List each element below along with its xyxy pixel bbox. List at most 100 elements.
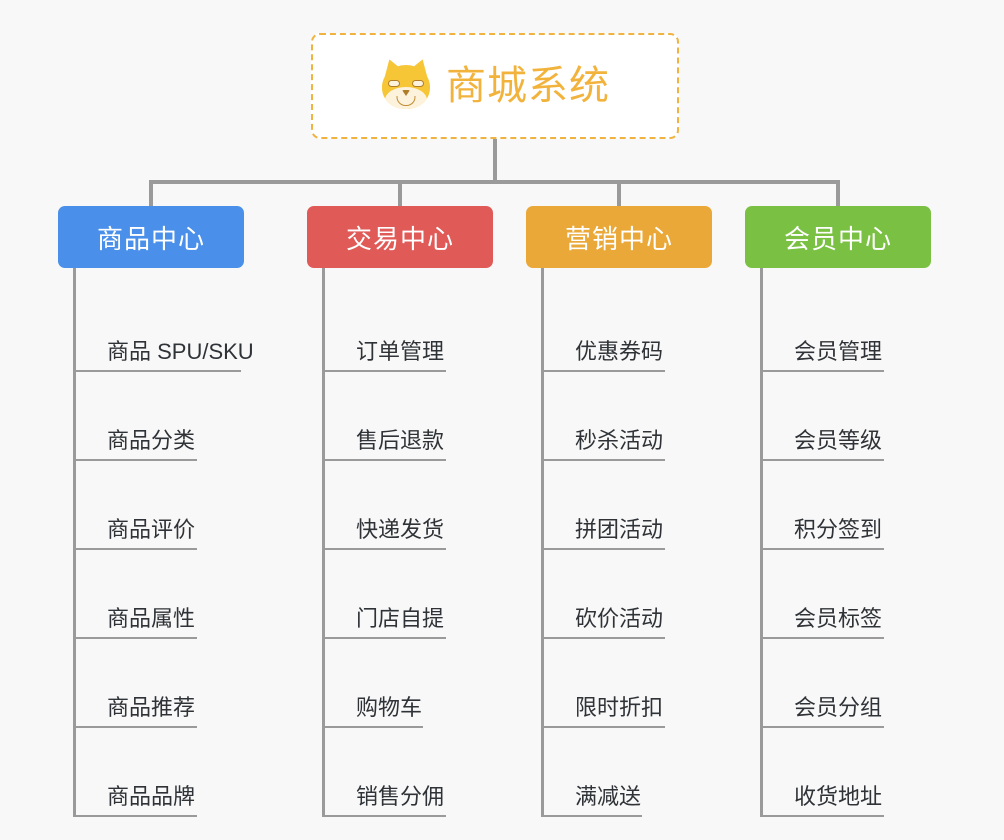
leaf-item-underline (322, 370, 446, 372)
leaf-item-label: 秒杀活动 (575, 428, 664, 453)
category-node-1[interactable]: 商品中心 (58, 206, 244, 268)
leaf-trunk-3 (541, 283, 544, 817)
leaf-item[interactable]: 会员分组 (760, 639, 884, 728)
leaf-item[interactable]: 优惠券码 (541, 283, 665, 372)
connector-drop-1 (149, 180, 153, 206)
leaf-item[interactable]: 商品推荐 (73, 639, 254, 728)
leaf-item-underline (322, 726, 423, 728)
leaf-item[interactable]: 快递发货 (322, 461, 446, 550)
leaf-item[interactable]: 售后退款 (322, 372, 446, 461)
leaf-item[interactable]: 积分签到 (760, 461, 884, 550)
leaf-item[interactable]: 满减送 (541, 728, 663, 817)
leaf-column-4: 会员管理会员等级积分签到会员标签会员分组收货地址 (760, 283, 884, 817)
leaf-item-label: 快递发货 (356, 517, 445, 542)
leaf-item[interactable]: 会员等级 (760, 372, 884, 461)
leaf-item-label: 会员管理 (794, 339, 883, 364)
leaf-column-1: 商品 SPU/SKU 商品分类商品评价商品属性商品推荐商品品牌 (73, 283, 254, 817)
leaf-item[interactable]: 收货地址 (760, 728, 884, 817)
leaf-item[interactable]: 商品评价 (73, 461, 254, 550)
leaf-item-label: 优惠券码 (575, 339, 664, 364)
root-node[interactable]: 商城系统 (311, 33, 679, 139)
leaf-item-underline (73, 548, 197, 550)
leaf-item-label: 满减送 (575, 784, 642, 809)
leaf-item-label: 销售分佣 (356, 784, 445, 809)
leaf-item-label: 商品分类 (107, 428, 196, 453)
leaf-item[interactable]: 商品 SPU/SKU (73, 283, 254, 372)
leaf-column-2: 订单管理售后退款快递发货门店自提购物车销售分佣 (322, 283, 446, 817)
category-node-label: 商品中心 (96, 223, 205, 254)
leaf-item-underline (541, 637, 665, 639)
category-node-label: 交易中心 (345, 223, 454, 254)
leaf-item-label: 商品属性 (107, 606, 196, 631)
leaf-item-label: 积分签到 (794, 517, 883, 542)
leaf-item[interactable]: 商品属性 (73, 550, 254, 639)
leaf-item[interactable]: 秒杀活动 (541, 372, 665, 461)
leaf-trunk-1 (73, 283, 76, 817)
category-node-4[interactable]: 会员中心 (745, 206, 931, 268)
leaf-item-underline (322, 637, 446, 639)
leaf-item-underline (760, 815, 884, 817)
leaf-item-underline (760, 637, 884, 639)
leaf-item[interactable]: 限时折扣 (541, 639, 665, 728)
leaf-item[interactable]: 商品分类 (73, 372, 254, 461)
leaf-item-underline (73, 815, 197, 817)
leaf-item[interactable]: 商品品牌 (73, 728, 254, 817)
leaf-item[interactable]: 订单管理 (322, 283, 446, 372)
leaf-item-underline (322, 815, 446, 817)
connector-horizontal-bar (149, 180, 840, 184)
connector-stub-4 (760, 268, 763, 283)
leaf-item-label: 购物车 (356, 695, 423, 720)
leaf-trunk-4 (760, 283, 763, 817)
leaf-item[interactable]: 会员标签 (760, 550, 884, 639)
dog-face-icon (378, 56, 434, 112)
connector-root-stem (493, 139, 497, 184)
connector-stub-2 (322, 268, 325, 283)
leaf-column-3: 优惠券码秒杀活动拼团活动砍价活动限时折扣满减送 (541, 283, 665, 817)
leaf-item-underline (541, 459, 665, 461)
leaf-item-label: 商品 SPU/SKU (107, 339, 254, 364)
leaf-item-underline (322, 548, 446, 550)
root-title: 商城系统 (446, 64, 610, 108)
leaf-item-underline (322, 459, 446, 461)
leaf-item-label: 商品推荐 (107, 695, 196, 720)
leaf-item-label: 会员等级 (794, 428, 883, 453)
leaf-item-underline (73, 370, 241, 372)
leaf-item[interactable]: 砍价活动 (541, 550, 665, 639)
connector-drop-4 (836, 180, 840, 206)
leaf-item-underline (760, 370, 884, 372)
leaf-item-underline (73, 726, 197, 728)
leaf-item-label: 商品品牌 (107, 784, 196, 809)
leaf-item-label: 售后退款 (356, 428, 445, 453)
leaf-item-underline (541, 815, 642, 817)
connector-drop-2 (398, 180, 402, 206)
leaf-item-label: 收货地址 (794, 784, 883, 809)
leaf-item-underline (760, 548, 884, 550)
category-node-3[interactable]: 营销中心 (526, 206, 712, 268)
leaf-item[interactable]: 销售分佣 (322, 728, 446, 817)
connector-stub-3 (541, 268, 544, 283)
leaf-item[interactable]: 拼团活动 (541, 461, 665, 550)
leaf-item-label: 商品评价 (107, 517, 196, 542)
leaf-item-underline (541, 548, 665, 550)
leaf-item-label: 门店自提 (356, 606, 445, 631)
leaf-item-underline (541, 726, 665, 728)
leaf-item-label: 砍价活动 (575, 606, 664, 631)
category-node-label: 会员中心 (783, 223, 892, 254)
leaf-item[interactable]: 门店自提 (322, 550, 446, 639)
leaf-item-underline (73, 637, 197, 639)
leaf-item-label: 会员分组 (794, 695, 883, 720)
leaf-item-underline (73, 459, 197, 461)
connector-stub-1 (73, 268, 76, 283)
leaf-item-underline (760, 459, 884, 461)
category-node-label: 营销中心 (564, 223, 673, 254)
leaf-item[interactable]: 会员管理 (760, 283, 884, 372)
leaf-item-label: 拼团活动 (575, 517, 664, 542)
category-node-2[interactable]: 交易中心 (307, 206, 493, 268)
leaf-item-underline (760, 726, 884, 728)
leaf-trunk-2 (322, 283, 325, 817)
leaf-item-label: 会员标签 (794, 606, 883, 631)
leaf-item[interactable]: 购物车 (322, 639, 444, 728)
connector-drop-3 (617, 180, 621, 206)
leaf-item-label: 订单管理 (356, 339, 445, 364)
